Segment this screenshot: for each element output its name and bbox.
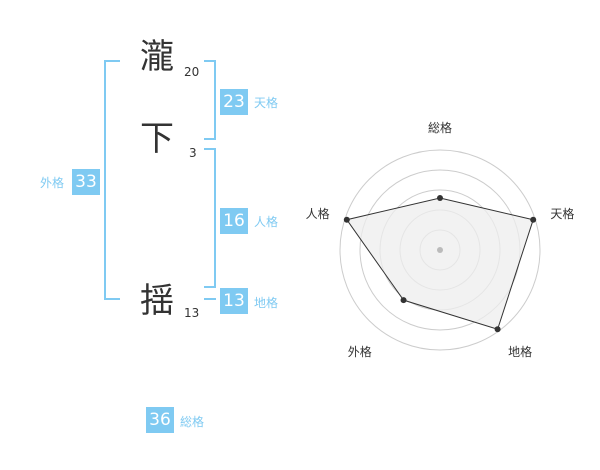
- tenkaku-value: 23: [220, 89, 248, 115]
- jinkaku-bracket-bottom: [204, 286, 216, 288]
- radar-point-1: [437, 195, 443, 201]
- name-char-1: 瀧: [140, 37, 174, 77]
- name-char-2: 下: [140, 119, 174, 159]
- gaikaku-bracket-bottom: [104, 298, 120, 300]
- radar-point-4: [400, 297, 407, 304]
- stroke-count-2: 3: [189, 146, 197, 160]
- gaikaku-label: 外格: [40, 176, 65, 190]
- radar-axis-label-3: 地格: [508, 344, 532, 359]
- radar-point-2: [530, 216, 537, 223]
- gaikaku-bracket: [104, 60, 106, 300]
- radar-ring-5: [339, 149, 541, 351]
- soukaku-value: 36: [146, 407, 174, 433]
- radar-polygon: [345, 197, 534, 330]
- radar-axis-label-4: 外格: [348, 344, 372, 359]
- tenkaku-bracket-bottom: [204, 138, 216, 140]
- jinkaku-bracket-top: [204, 148, 216, 150]
- stroke-count-1: 20: [184, 65, 200, 79]
- chikaku-label: 地格: [254, 296, 279, 310]
- radar-axis-label-2: 天格: [550, 206, 574, 221]
- gaikaku-value: 33: [72, 169, 100, 195]
- tenkaku-bracket-top: [204, 60, 216, 62]
- chikaku-value: 13: [220, 288, 248, 314]
- soukaku-label: 総格: [180, 415, 205, 429]
- jinkaku-bracket: [214, 148, 216, 288]
- stroke-count-3: 13: [184, 306, 200, 320]
- tenkaku-bracket: [214, 60, 216, 140]
- name-char-3: 揺: [140, 281, 174, 321]
- radar-point-3: [494, 326, 501, 333]
- radar-center-dot: [437, 247, 443, 253]
- gaikaku-bracket-top: [104, 60, 120, 62]
- radar-point-5: [343, 216, 350, 223]
- chikaku-connector: [204, 298, 216, 300]
- radar-axis-label-1: 総格: [428, 120, 452, 135]
- tenkaku-label: 天格: [254, 96, 279, 110]
- jinkaku-value: 16: [220, 208, 248, 234]
- radar-axis-label-5: 人格: [306, 206, 330, 221]
- jinkaku-label: 人格: [254, 215, 279, 229]
